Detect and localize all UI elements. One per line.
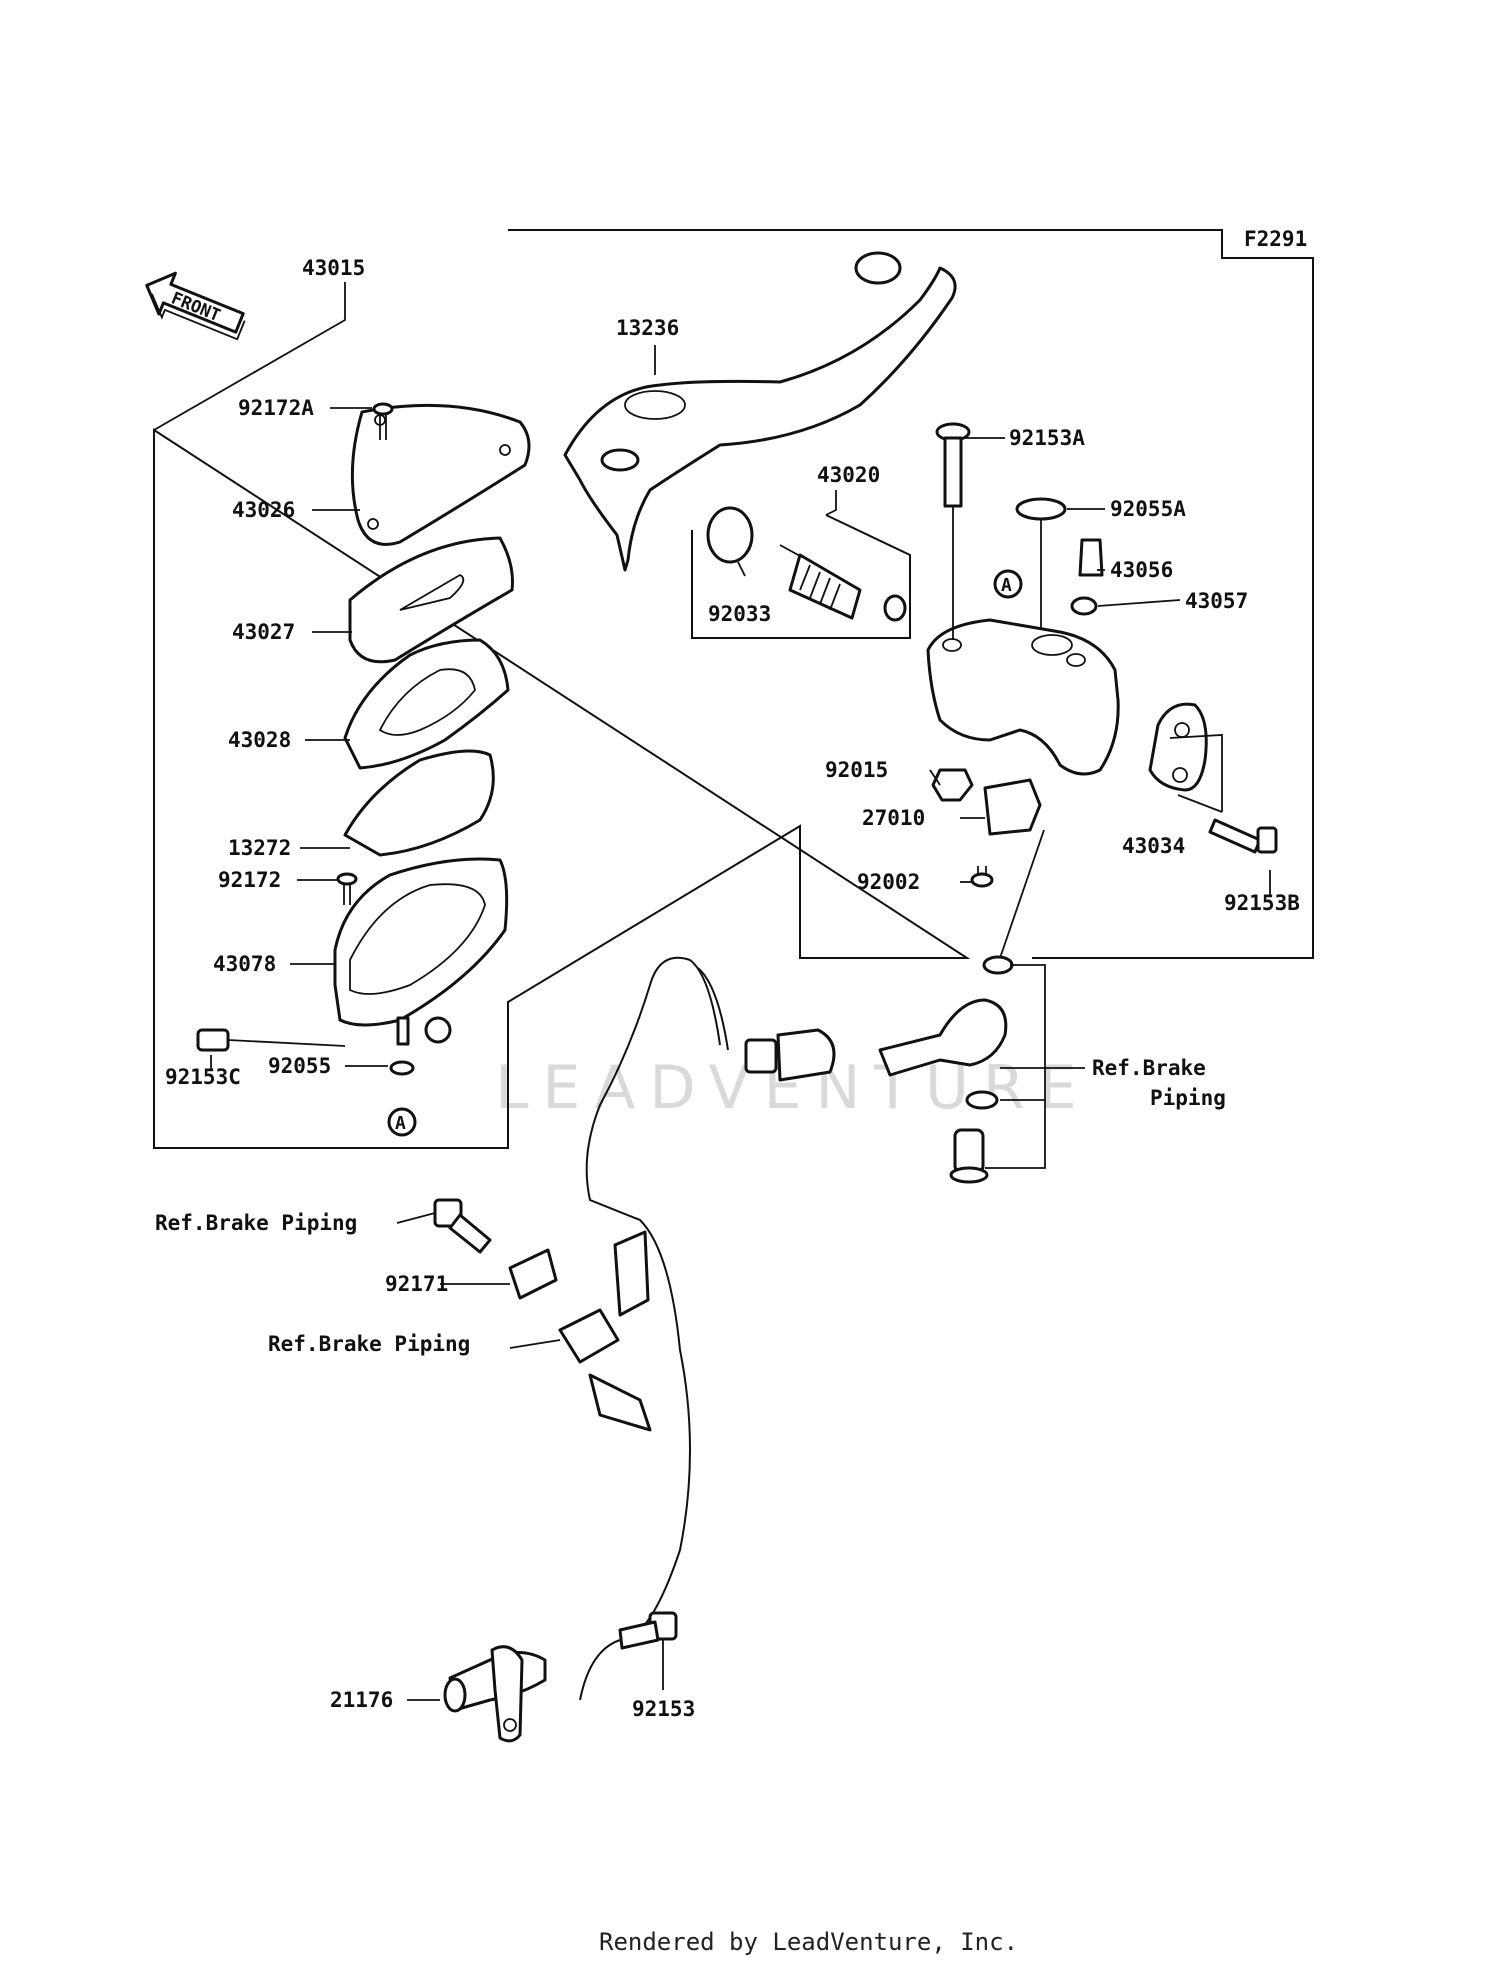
part-label: 92172A (238, 396, 314, 420)
o-ring-icon (1015, 497, 1067, 521)
ref-label: Piping (1150, 1086, 1226, 1110)
part-label: 43026 (232, 498, 295, 522)
screw-icon (372, 402, 394, 440)
part-label: 43027 (232, 620, 295, 644)
washer-icon (965, 1090, 999, 1110)
pivot-bolt-icon (935, 422, 971, 640)
clamp-bolt-icon (1208, 818, 1278, 854)
bleeder-cap-icon (1070, 596, 1098, 616)
nut-icon (931, 768, 974, 802)
part-label: 13272 (228, 836, 291, 860)
reservoir-cap (350, 403, 531, 546)
ref-marker-a: A (993, 569, 1023, 599)
leader-lines (153, 282, 1271, 1701)
ref-marker-a: A (387, 1107, 417, 1137)
part-label: 43020 (817, 463, 880, 487)
part-label: 92153B (1224, 891, 1300, 915)
diaphragm (343, 638, 510, 770)
svg-text:A: A (1001, 575, 1012, 596)
part-label: 92171 (385, 1272, 448, 1296)
brake-lever (563, 266, 957, 572)
part-label: 43028 (228, 728, 291, 752)
diaphragm-plate (348, 536, 514, 664)
part-label: 43015 (302, 256, 365, 280)
part-label: 43057 (1185, 589, 1248, 613)
svg-text:A: A (395, 1113, 406, 1134)
part-label: 43056 (1110, 558, 1173, 582)
piston-icon (779, 544, 907, 622)
lever-knob (854, 251, 902, 285)
part-label: 92172 (218, 868, 281, 892)
banjo-fitting (878, 998, 1008, 1077)
ref-label: Ref.Brake Piping (155, 1211, 357, 1235)
part-label: 92153 (632, 1697, 695, 1721)
hose-screw-icon (196, 1028, 346, 1052)
ref-label: Ref.Brake (1092, 1056, 1206, 1080)
part-label: 92153C (165, 1065, 241, 1089)
handlebar-clamp (1148, 702, 1208, 792)
part-label: 92055 (268, 1054, 331, 1078)
wheel-sensor (443, 1645, 547, 1743)
sensor-connector (744, 1028, 836, 1082)
brake-switch (983, 778, 1042, 836)
part-label: 27010 (862, 806, 925, 830)
figure-code: F2291 (1244, 227, 1307, 251)
part-label: 92055A (1110, 497, 1186, 521)
part-label: 43078 (213, 952, 276, 976)
hose-grommet (558, 1230, 652, 1432)
screw-icon (336, 872, 358, 905)
part-label: 13236 (616, 316, 679, 340)
piston-kit-bracket (691, 514, 911, 639)
circlip-icon (706, 506, 754, 564)
gasket (343, 749, 495, 857)
screw-icon (970, 866, 994, 888)
front-arrow-icon: FRONT (145, 271, 246, 341)
master-cylinder-body (926, 618, 1120, 776)
footer-credit: Rendered by LeadVenture, Inc. (599, 1928, 1018, 1956)
part-label: 43034 (1122, 834, 1185, 858)
assembly-frame-upper (153, 229, 1314, 1149)
part-label: 92033 (708, 602, 771, 626)
part-label: 92002 (857, 870, 920, 894)
washer-icon (389, 1060, 415, 1076)
hose-bracket (508, 1248, 558, 1300)
ref-label: Ref.Brake Piping (268, 1332, 470, 1356)
reservoir-port (1031, 634, 1073, 656)
part-label: 92015 (825, 758, 888, 782)
washer-icon (982, 955, 1014, 975)
sensor-bolt-icon (618, 1611, 678, 1650)
part-label: 92153A (1009, 426, 1085, 450)
part-label: 21176 (330, 1688, 393, 1712)
bleeder-valve-icon (1078, 538, 1104, 577)
bracket-bolt-icon (433, 1198, 492, 1254)
banjo-bolt-icon (949, 1128, 989, 1184)
